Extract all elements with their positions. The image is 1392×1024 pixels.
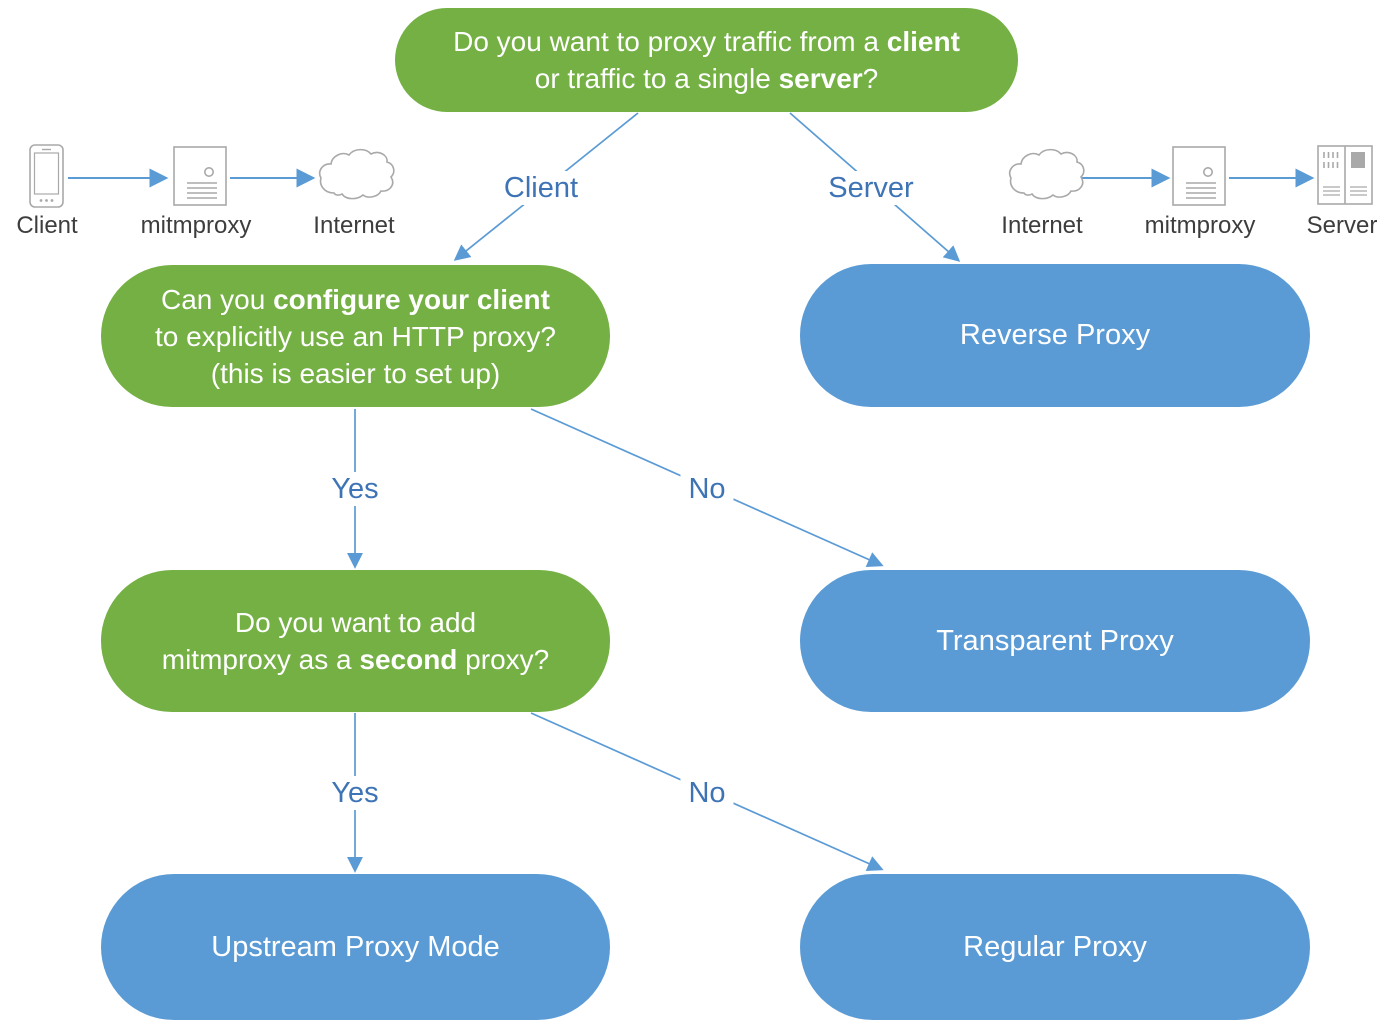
node-text-line: (this is easier to set up): [210, 357, 501, 389]
result-node-reverse-proxy: Reverse Proxy: [800, 264, 1310, 407]
caption-mitmproxy: mitmproxy: [140, 212, 252, 239]
caption-internet: Internet: [1001, 212, 1083, 239]
branch-label-yes-top: Yes: [323, 472, 387, 506]
branch-label-yes-bottom: Yes: [323, 776, 387, 810]
caption-mitmproxy: mitmproxy: [1144, 212, 1256, 239]
question-node-configure-client: Can you configure your client to explicit…: [101, 265, 610, 407]
caption-client: Client: [16, 212, 78, 239]
server-tower-icon: [173, 146, 227, 206]
branch-label-no-bottom: No: [680, 776, 734, 810]
result-node-upstream-proxy-mode: Upstream Proxy Mode: [101, 874, 610, 1020]
caption-internet: Internet: [313, 212, 395, 239]
result-label: Regular Proxy: [963, 930, 1147, 963]
decision-connectors: [346, 112, 961, 873]
result-label: Transparent Proxy: [936, 624, 1174, 657]
node-text-line: Do you want to proxy traffic from a clie…: [453, 26, 960, 57]
server-rack-icon: [1317, 145, 1373, 205]
question-node-second-proxy: Do you want to add mitmproxy as a second …: [101, 570, 610, 712]
server-tower-icon: [1172, 146, 1226, 206]
caption-server: Server: [1306, 212, 1378, 239]
node-text-line: to explicitly use an HTTP proxy?: [155, 320, 556, 352]
result-node-transparent-proxy: Transparent Proxy: [800, 570, 1310, 712]
branch-label-client: Client: [495, 171, 587, 205]
node-text-line: or traffic to a single server?: [534, 63, 879, 94]
cloud-icon: [318, 148, 395, 200]
result-node-regular-proxy: Regular Proxy: [800, 874, 1310, 1020]
node-text-line: mitmproxy as a second proxy?: [161, 644, 550, 675]
branch-label-server: Server: [820, 171, 922, 205]
question-node-proxy-direction: Do you want to proxy traffic from a clie…: [395, 8, 1018, 112]
node-text-line: Can you configure your client: [160, 283, 550, 315]
result-label: Reverse Proxy: [959, 319, 1151, 351]
branch-label-no-top: No: [680, 472, 734, 506]
result-label: Upstream Proxy Mode: [211, 930, 500, 963]
phone-icon: [29, 144, 64, 208]
node-text-line: Do you want to add: [234, 607, 477, 638]
cloud-icon: [1008, 148, 1085, 200]
